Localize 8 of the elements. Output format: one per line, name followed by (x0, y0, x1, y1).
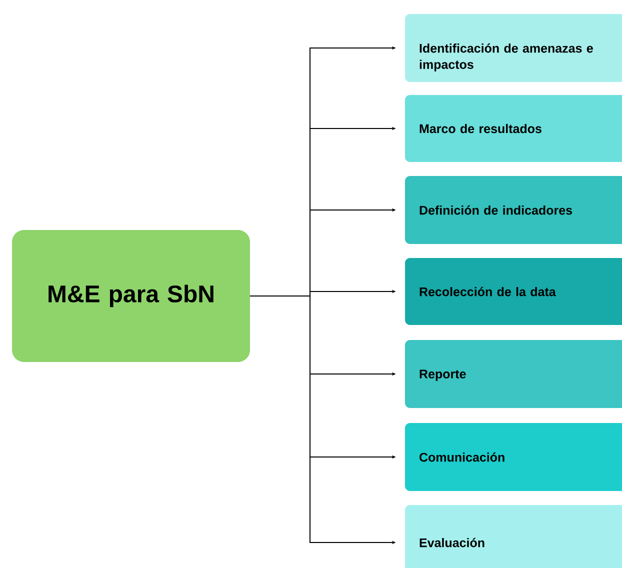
step-box: Definición de indicadores (405, 176, 622, 244)
step-box: Reporte (405, 340, 622, 408)
topic-box: M&E para SbN (12, 230, 250, 362)
step-box: Identificación de amenazas e impactos (405, 14, 622, 82)
step-box: Marco de resultados (405, 95, 622, 162)
step-box: Recolección de la data (405, 258, 622, 325)
step-box: Evaluación (405, 504, 622, 568)
step-box: Comunicación (405, 422, 622, 491)
